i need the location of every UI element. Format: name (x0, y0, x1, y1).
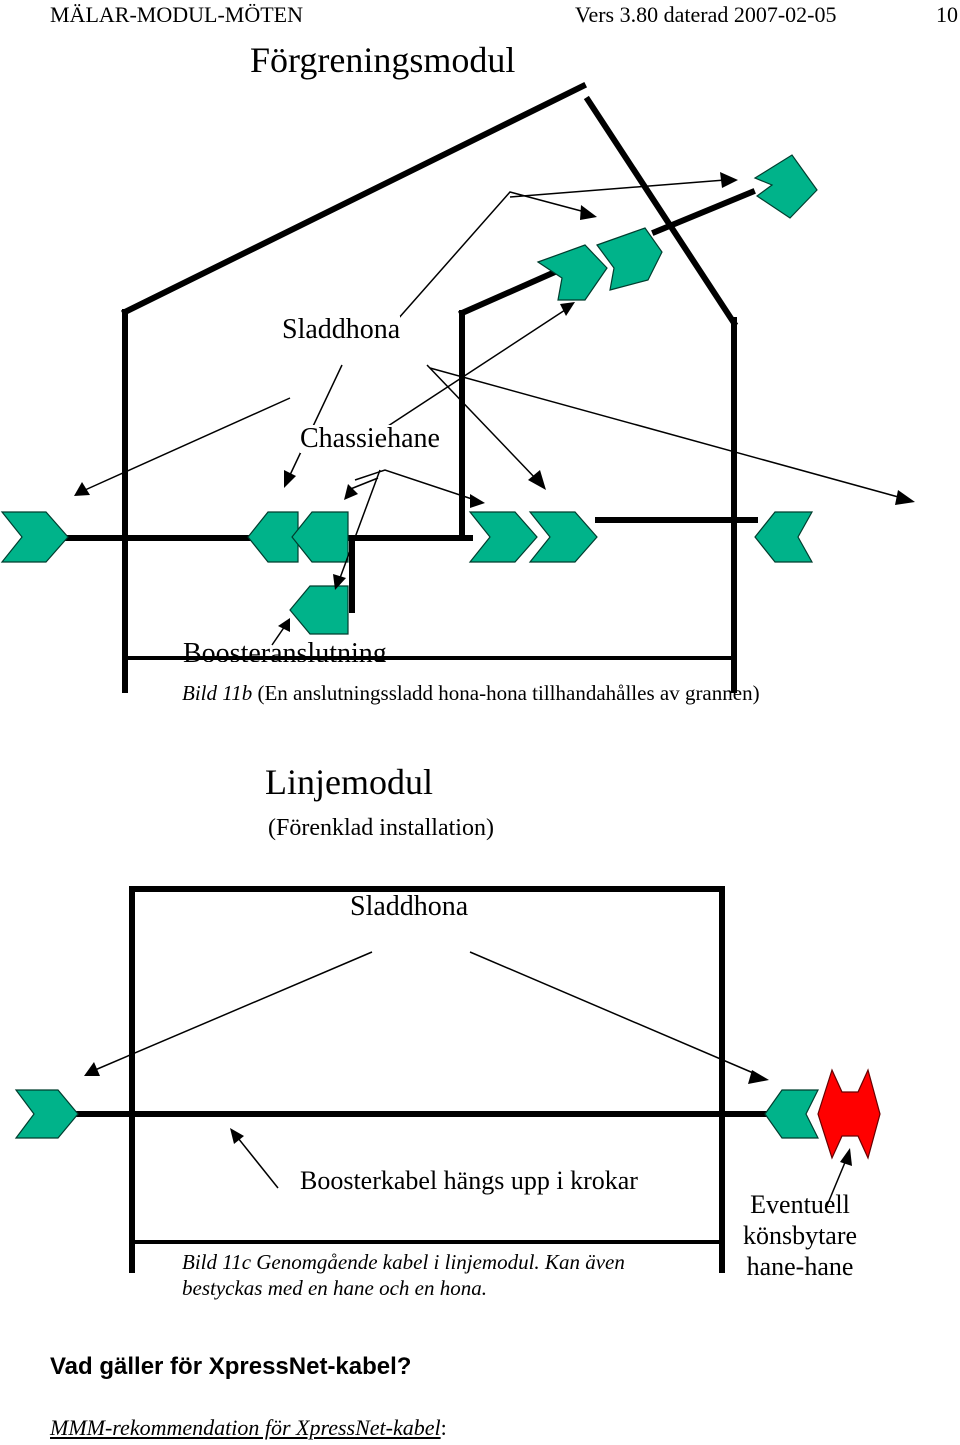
arrow-sladdhona-left (94, 951, 373, 1071)
arrow-boosterkabel (237, 1137, 279, 1189)
figure-11b-diagram (0, 81, 915, 693)
label-eventuell-line3: hane-hane (746, 1252, 854, 1281)
connector-chassis-2 (291, 511, 349, 563)
figure-11c-diagram (14, 886, 881, 1273)
label-chassiehane: Chassiehane (300, 423, 440, 454)
branch-cable-top (651, 188, 756, 236)
booster-arrows (271, 469, 485, 646)
sladdhona-arrows (389, 172, 738, 329)
adapter-hane-hane (817, 1068, 881, 1160)
recommendation-line: MMM-rekommendation för XpressNet-kabel: (50, 1417, 447, 1439)
recommendation-link: MMM-rekommendation för XpressNet-kabel (50, 1415, 441, 1440)
connector-branch-2 (596, 227, 663, 291)
caption-11c-line2: bestyckas med en hane och en hona. (182, 1276, 487, 1300)
section-heading: Vad gäller för XpressNet-kabel? (50, 1353, 412, 1380)
module-roof-right (583, 95, 739, 328)
recommendation-suffix: : (440, 1415, 447, 1440)
connector-linje-right (764, 1089, 819, 1139)
connector-linje-left (14, 1089, 79, 1139)
label-boosteranslutning: Boosteranslutning (183, 640, 387, 662)
module-roof-left (120, 81, 588, 317)
header-version: Vers 3.80 daterad 2007-02-05 (575, 2, 837, 27)
header-left: MÄLAR-MODUL-MÖTEN (50, 2, 303, 27)
caption-11b-text: (En anslutningssladd hona-hona tillhanda… (252, 681, 760, 705)
branch-cable-mid (458, 268, 559, 317)
connector-booster (289, 585, 349, 635)
caption-11b-prefix: Bild 11b (182, 681, 253, 705)
arrow-eventuell (825, 1159, 847, 1209)
connector-chassis-1 (247, 511, 299, 563)
connector-branch-1 (536, 244, 608, 301)
label-eventuell-line1: Eventuell (750, 1190, 850, 1219)
figure-11c-subtitle: (Förenklad installation) (268, 815, 494, 841)
figure-11c-title: Linjemodul (265, 762, 433, 802)
caption-11c-line1: Bild 11c Genomgående kabel i linjemodul.… (182, 1250, 625, 1274)
figure-11b-title: Förgreningsmodul (250, 40, 516, 80)
label-boosterkabel: Boosterkabel hängs upp i krokar (300, 1166, 638, 1195)
connector-left-end (0, 511, 69, 563)
connector-right-end (754, 511, 814, 563)
chassiehane-arrows (74, 302, 915, 505)
label-sladdhona-11b: Sladdhona (282, 314, 401, 345)
label-sladdhona-11c: Sladdhona (350, 891, 469, 922)
connector-mid-1 (468, 511, 538, 563)
label-eventuell: Eventuell könsbytare hane-hane (738, 1192, 862, 1280)
caption-11b: Bild 11b (En anslutningssladd hona-hona … (182, 683, 760, 704)
page-number: 10 (936, 2, 958, 27)
connector-branch-end (753, 154, 818, 219)
connector-mid-2 (528, 511, 598, 563)
label-eventuell-line2: könsbytare (742, 1221, 858, 1250)
